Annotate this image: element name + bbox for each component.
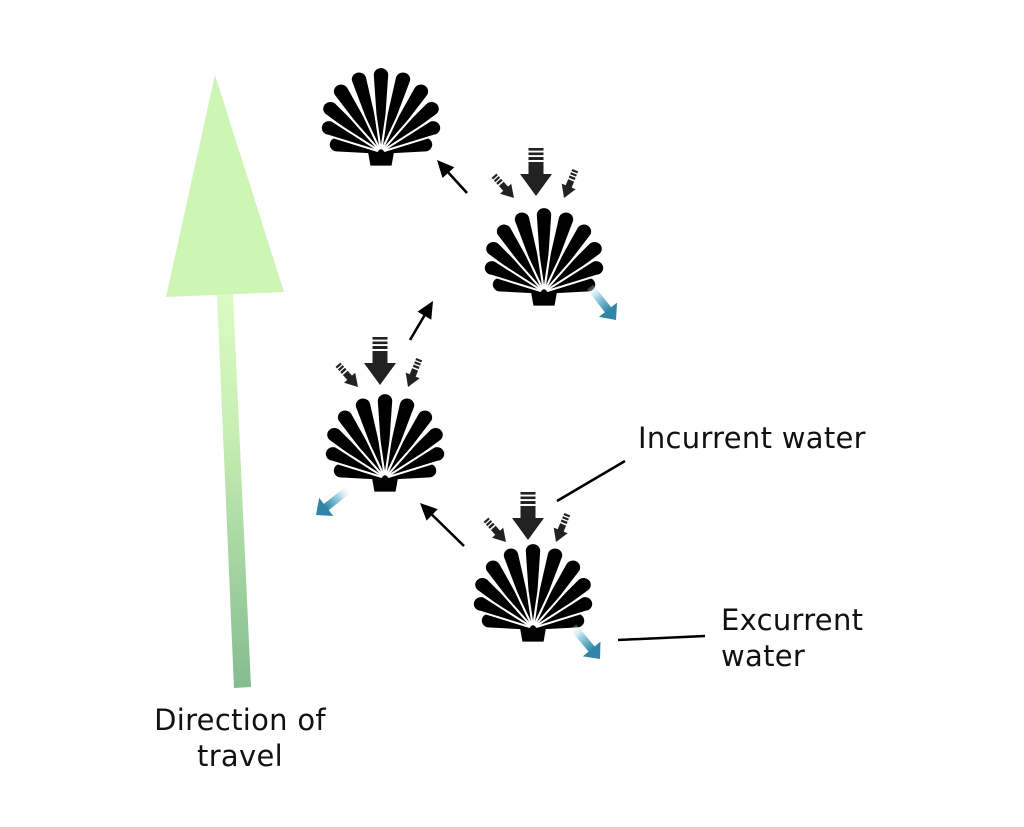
incurrent-water-label: Incurrent water	[638, 421, 866, 455]
scallop-shell-icon	[481, 207, 607, 307]
excurrent-water-label: Excurrent water	[721, 602, 863, 674]
incurrent-water-arrows	[488, 148, 583, 204]
incurrent-leader-line	[556, 459, 626, 503]
excurrent-leader-line	[617, 634, 706, 642]
movement-arrow	[437, 160, 468, 194]
movement-arrow	[420, 503, 465, 547]
direction-label-line-2: travel	[197, 739, 283, 773]
excurrent-label-line-1: Excurrent	[721, 603, 864, 637]
direction-label-line-1: Direction of	[154, 703, 326, 737]
movement-arrow	[408, 301, 433, 341]
incurrent-water-arrows	[332, 337, 427, 393]
excurrent-label-line-2: water	[721, 639, 806, 673]
excurrent-water-arrow	[308, 480, 357, 525]
direction-of-travel-arrow	[166, 75, 284, 688]
scallop-shell-icon	[318, 67, 444, 167]
scallop-shell-icon	[322, 393, 448, 493]
direction-of-travel-label: Direction of travel	[130, 702, 350, 774]
